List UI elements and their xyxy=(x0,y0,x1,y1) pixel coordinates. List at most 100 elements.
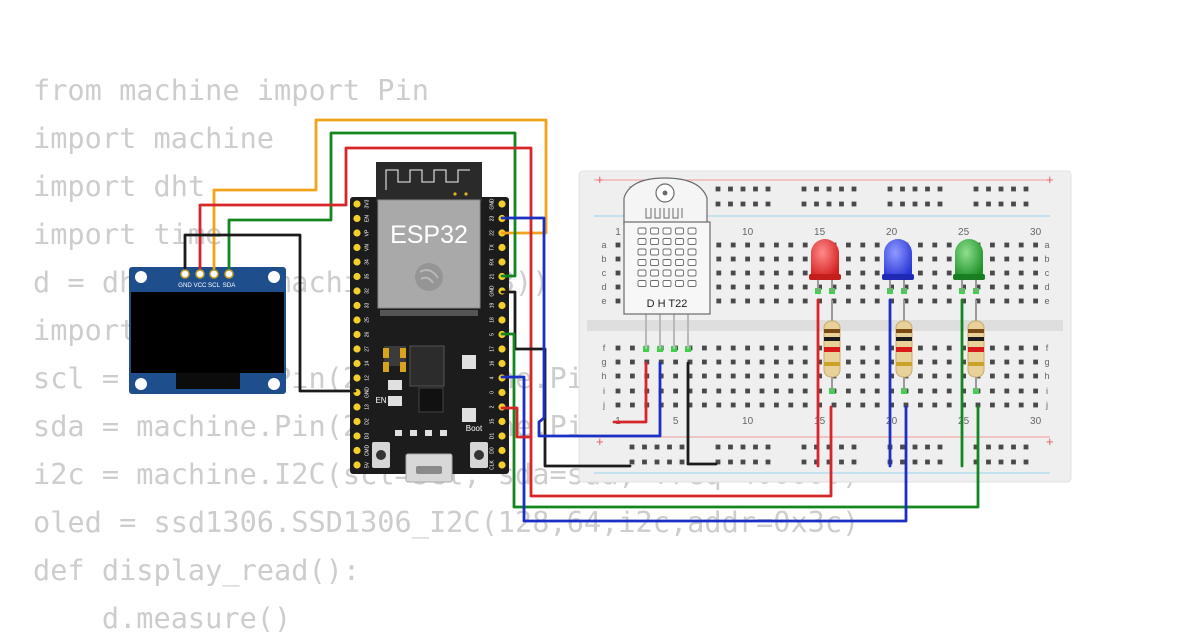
bb-row-letter: i xyxy=(1046,386,1048,396)
esp32-pin-label: 22 xyxy=(489,230,495,236)
bb-col-number: 1 xyxy=(615,227,621,238)
esp32-pin-label: CLK xyxy=(489,459,495,469)
bb-col-number: 10 xyxy=(742,227,754,238)
oled-pin-label: GND xyxy=(178,282,192,289)
wire-red-2 xyxy=(500,406,533,439)
esp32-pin[interactable] xyxy=(498,446,506,455)
wire-blue-1 xyxy=(500,216,662,438)
bb-row-letter: b xyxy=(601,254,606,264)
bb-col-number: 15 xyxy=(814,227,826,238)
esp32-pin[interactable] xyxy=(353,214,361,223)
bb-row-letter: f xyxy=(603,343,606,353)
wire-gnd-black-2 xyxy=(500,290,632,468)
esp32-pin-label: 4 xyxy=(489,376,495,379)
esp32-pin[interactable] xyxy=(498,200,506,208)
esp32-pin-label: 23 xyxy=(489,216,495,222)
esp32-pin[interactable] xyxy=(353,417,361,426)
esp32-pin[interactable] xyxy=(353,301,361,310)
bb-row-letter: c xyxy=(1045,268,1050,278)
wire-scl-orange xyxy=(212,118,548,270)
esp32-pin[interactable] xyxy=(353,446,361,455)
esp32-pin[interactable] xyxy=(353,316,361,324)
bb-row-letter: a xyxy=(1044,240,1049,250)
bb-row-letter: f xyxy=(1046,343,1049,353)
esp32-pin[interactable] xyxy=(498,316,506,324)
esp32-pin[interactable] xyxy=(353,359,361,368)
esp32-pin[interactable] xyxy=(353,403,361,411)
esp32-pin-label: 5V xyxy=(364,461,370,468)
esp32-pin-label: 15 xyxy=(489,419,495,425)
esp32-pin-label: VP xyxy=(364,229,370,236)
wire-vcc-red xyxy=(198,146,833,498)
esp32-pin-label: 21 xyxy=(489,274,495,280)
esp32-pin[interactable] xyxy=(353,330,361,339)
esp32-pin[interactable] xyxy=(353,243,361,252)
bb-row-letter: c xyxy=(602,268,607,278)
esp32-pin-label: 32 xyxy=(364,288,370,294)
green-led xyxy=(953,239,985,292)
esp32-pin-label: 25 xyxy=(364,317,370,323)
esp32-pin[interactable] xyxy=(353,287,361,295)
esp32-pin[interactable] xyxy=(498,301,506,310)
esp32-pin-label: VN xyxy=(364,244,370,251)
esp32-pin[interactable] xyxy=(498,461,506,469)
esp32-board: ESP32 EN xyxy=(350,162,509,483)
esp32-pin-label: 35 xyxy=(364,274,370,280)
resistor xyxy=(895,300,913,391)
oled-pin-gnd[interactable] xyxy=(180,269,190,279)
esp32-pin-label: 19 xyxy=(489,303,495,309)
bb-col-number: 30 xyxy=(1030,227,1042,238)
espressif-logo-icon xyxy=(415,263,443,291)
bb-col-number: 20 xyxy=(886,416,898,427)
esp32-pin[interactable] xyxy=(353,432,361,440)
esp32-pin-label: D1 xyxy=(489,433,495,440)
esp32-pin[interactable] xyxy=(353,345,361,353)
oled-pin-scl[interactable] xyxy=(209,269,219,279)
resistor xyxy=(967,300,985,391)
esp32-pin-label: 33 xyxy=(364,303,370,309)
esp32-pin[interactable] xyxy=(353,229,361,237)
esp32-pin-label: EN xyxy=(364,215,370,222)
esp32-pin[interactable] xyxy=(353,461,361,469)
oled-pin-label: SDA xyxy=(223,282,237,289)
wire-blue-2 xyxy=(500,375,908,523)
esp32-pin[interactable] xyxy=(498,243,506,252)
bb-row-letter: a xyxy=(601,240,606,250)
oled-pin-sda[interactable] xyxy=(224,269,234,279)
wire-gnd-black xyxy=(183,233,357,393)
wire-green-2 xyxy=(500,332,980,509)
oled-pin-vcc[interactable] xyxy=(195,269,205,279)
en-button[interactable] xyxy=(372,442,390,468)
esp32-pin[interactable] xyxy=(498,388,506,397)
boot-button[interactable] xyxy=(470,442,488,468)
esp32-pin[interactable] xyxy=(498,417,506,426)
esp32-pin-label: 34 xyxy=(364,259,370,265)
esp32-pin-label: 13 xyxy=(364,404,370,410)
bb-row-letter: d xyxy=(601,282,606,292)
rail-plus-mark: + xyxy=(596,434,604,449)
oled-pin-label: VCC xyxy=(193,282,207,289)
bb-col-number: 10 xyxy=(742,416,754,427)
bb-col-number: 25 xyxy=(958,416,970,427)
esp32-pin[interactable] xyxy=(498,258,506,266)
bb-row-letter: h xyxy=(601,371,606,381)
esp32-pin[interactable] xyxy=(353,374,361,382)
esp32-pin-label: TX xyxy=(489,244,495,251)
bb-row-letter: b xyxy=(1044,254,1049,264)
esp32-pin[interactable] xyxy=(498,359,506,368)
esp32-pin[interactable] xyxy=(498,432,506,440)
bb-row-letter: h xyxy=(1044,371,1049,381)
esp32-pin-label: GND xyxy=(489,198,495,210)
esp32-pin-label: D0 xyxy=(489,447,495,454)
rail-plus-mark: + xyxy=(596,172,604,187)
esp32-pin[interactable] xyxy=(498,345,506,353)
esp32-pin-label: 26 xyxy=(364,332,370,338)
esp32-pin[interactable] xyxy=(353,258,361,266)
esp32-pin-label: 18 xyxy=(489,317,495,323)
esp32-pin[interactable] xyxy=(353,200,361,208)
esp32-pin[interactable] xyxy=(353,272,361,281)
bb-row-letter: j xyxy=(602,400,605,410)
esp32-pin-label: D2 xyxy=(364,418,370,425)
wire-sda-green xyxy=(227,131,517,278)
bb-row-letter: j xyxy=(1045,400,1048,410)
